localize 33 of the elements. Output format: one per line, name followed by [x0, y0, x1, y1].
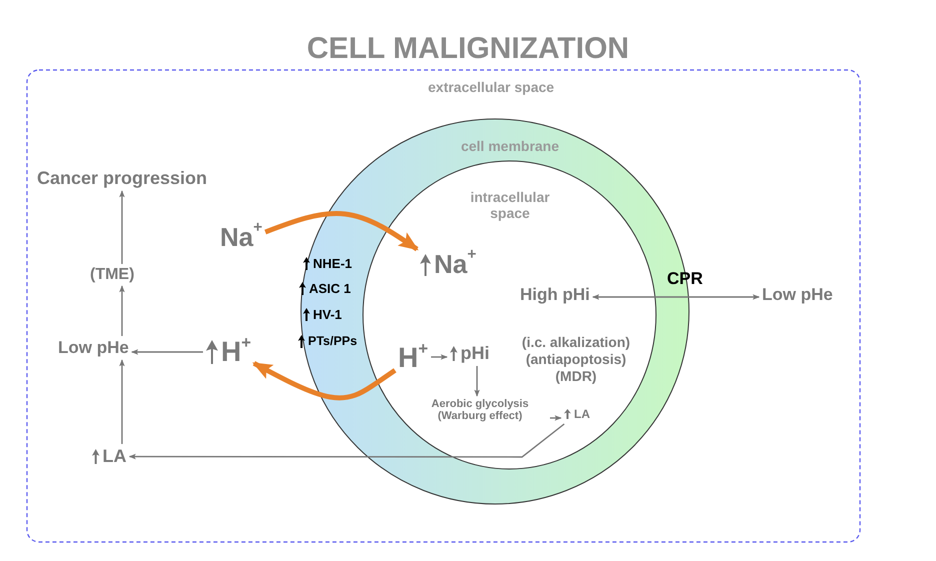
arrow	[592, 294, 760, 300]
region-label: cell membrane	[460, 138, 560, 154]
node-label: LA	[574, 407, 590, 421]
channel-label: HV-1	[313, 307, 342, 322]
node-label: High pHi	[520, 285, 590, 305]
node-label: Low pHe	[58, 338, 129, 358]
node-label: pHi	[460, 343, 490, 364]
node-label: Na$^{+}$	[434, 249, 476, 280]
arrow	[431, 354, 448, 360]
arrow	[474, 366, 480, 397]
node-label: (TME)	[90, 266, 134, 284]
intracellular-circle	[362, 160, 657, 470]
curved-arrow	[264, 211, 419, 252]
diagram-title: CELL MALIGNIZATION	[306, 32, 630, 66]
arrow	[131, 349, 203, 355]
node-label: Aerobic glycolysis (Warburg effect)	[430, 398, 530, 422]
region-label: intracellular space	[469, 189, 551, 222]
node-label: LA	[102, 446, 126, 467]
text-label: (i.c. alkalization) (antiapoptosis) (MDR)	[520, 334, 632, 384]
node-label: H$^{+}$	[398, 342, 428, 374]
node-label: H$^{+}$	[221, 336, 252, 368]
arrow	[119, 359, 125, 444]
node-label: Na$^{+}$	[220, 222, 262, 253]
arrow	[119, 190, 125, 264]
channel-label: PTs/PPs	[308, 334, 358, 348]
text-label: extracellular space	[428, 79, 554, 95]
channel-label: ASIC 1	[309, 281, 351, 296]
node-label: Cancer progression	[37, 168, 208, 189]
arrow	[128, 423, 565, 460]
arrow	[119, 285, 125, 336]
channel-label: NHE-1	[313, 256, 352, 271]
arrow	[550, 415, 562, 421]
node-label: Low pHe	[762, 285, 833, 305]
